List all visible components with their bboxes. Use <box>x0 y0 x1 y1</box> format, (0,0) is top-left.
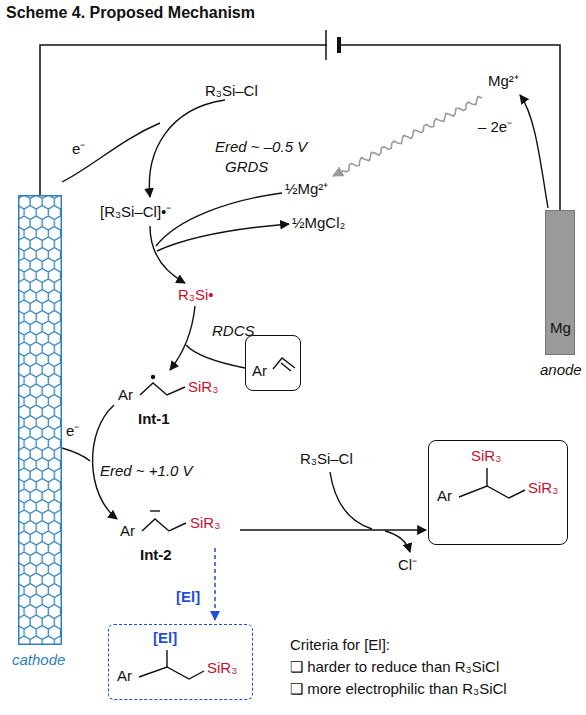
byproduct-arc <box>157 224 289 251</box>
node-drawing <box>18 195 62 645</box>
reaction-arrow <box>240 529 426 530</box>
reaction-arrow <box>170 306 195 370</box>
intermediate-name: Int-1 <box>138 410 170 428</box>
reagent: R₃Si–Cl <box>300 450 353 468</box>
intermediate-name: Int-2 <box>140 546 172 564</box>
reagent: R₃Si–Cl <box>205 82 258 100</box>
radical-anion: [R₃Si–Cl]•⁻ <box>100 203 171 221</box>
circuit-wire <box>40 45 560 210</box>
electrode-metal: Mg <box>550 319 571 337</box>
bond <box>486 468 487 486</box>
criteria-heading: Criteria for [El]: <box>290 636 390 654</box>
battery-plate <box>325 30 327 60</box>
electron-arrow <box>62 448 90 461</box>
silyl-group: SiR₃ <box>528 479 558 497</box>
aryl-group: Ar <box>437 487 452 505</box>
electron: e⁻ <box>72 140 85 158</box>
potential: Ered ~ –0.5 V <box>215 138 307 156</box>
byproduct: ½MgCl₂ <box>292 214 345 232</box>
scheme-title: Scheme 4. Proposed Mechanism <box>6 4 255 22</box>
electrode-name: anode <box>540 361 582 379</box>
anion-charge <box>150 510 160 511</box>
bond <box>166 650 167 667</box>
byproduct: Cl⁻ <box>398 556 417 574</box>
aryl-group: Ar <box>252 362 267 380</box>
criteria-item: ❑ harder to reduce than R₃SiCl <box>290 658 499 676</box>
silyl-radical: R₃Si• <box>178 286 214 304</box>
electrophile-product-box: [El] Ar SiR₃ <box>108 624 253 700</box>
reaction-arrow <box>149 100 225 197</box>
dashed-arrow <box>214 548 216 620</box>
silyl-group: SiR₃ <box>207 659 237 677</box>
silyl-group: SiR₃ <box>188 378 218 396</box>
bond <box>281 363 291 371</box>
bond <box>140 383 185 395</box>
ion: Mg²⁺ <box>488 72 519 90</box>
radical-dot <box>151 375 155 379</box>
reagent-arc <box>156 193 282 246</box>
battery-gap <box>327 36 338 54</box>
byproduct-arc <box>385 531 410 552</box>
electrophile: [El] <box>176 588 200 606</box>
criteria-item: ❑ more electrophilic than R₃SiCl <box>290 680 507 698</box>
cathode-electrode: cathode <box>18 195 62 645</box>
oxidation-arrow <box>520 95 548 208</box>
potential: Ered ~ +1.0 V <box>100 462 193 480</box>
substrate-box: Ar <box>245 335 301 391</box>
product-box: SiR₃ Ar SiR₃ <box>428 440 568 545</box>
step-note: GRDS <box>225 158 268 176</box>
aryl-group: Ar <box>118 386 133 404</box>
aryl-group: Ar <box>120 522 135 540</box>
battery-plate <box>337 37 341 53</box>
electron-count: – 2e⁻ <box>478 118 512 136</box>
anode-electrode: Mganode <box>545 210 575 355</box>
reagent-arc <box>186 345 245 368</box>
bond <box>273 358 295 369</box>
aryl-group: Ar <box>117 667 132 685</box>
electrode-name: cathode <box>12 651 65 669</box>
electron: e⁻ <box>66 422 79 440</box>
reagent-arc <box>330 472 372 529</box>
bond <box>142 519 186 531</box>
electron-arrow <box>62 123 160 182</box>
graphene-cathode <box>19 196 62 645</box>
bond <box>459 486 525 498</box>
bond <box>139 667 204 679</box>
silyl-group: SiR₃ <box>190 514 220 532</box>
electrophile: [El] <box>153 629 177 647</box>
silyl-group: SiR₃ <box>471 447 501 465</box>
migration-arrow <box>333 96 482 176</box>
ion: ½Mg²⁺ <box>285 180 328 198</box>
